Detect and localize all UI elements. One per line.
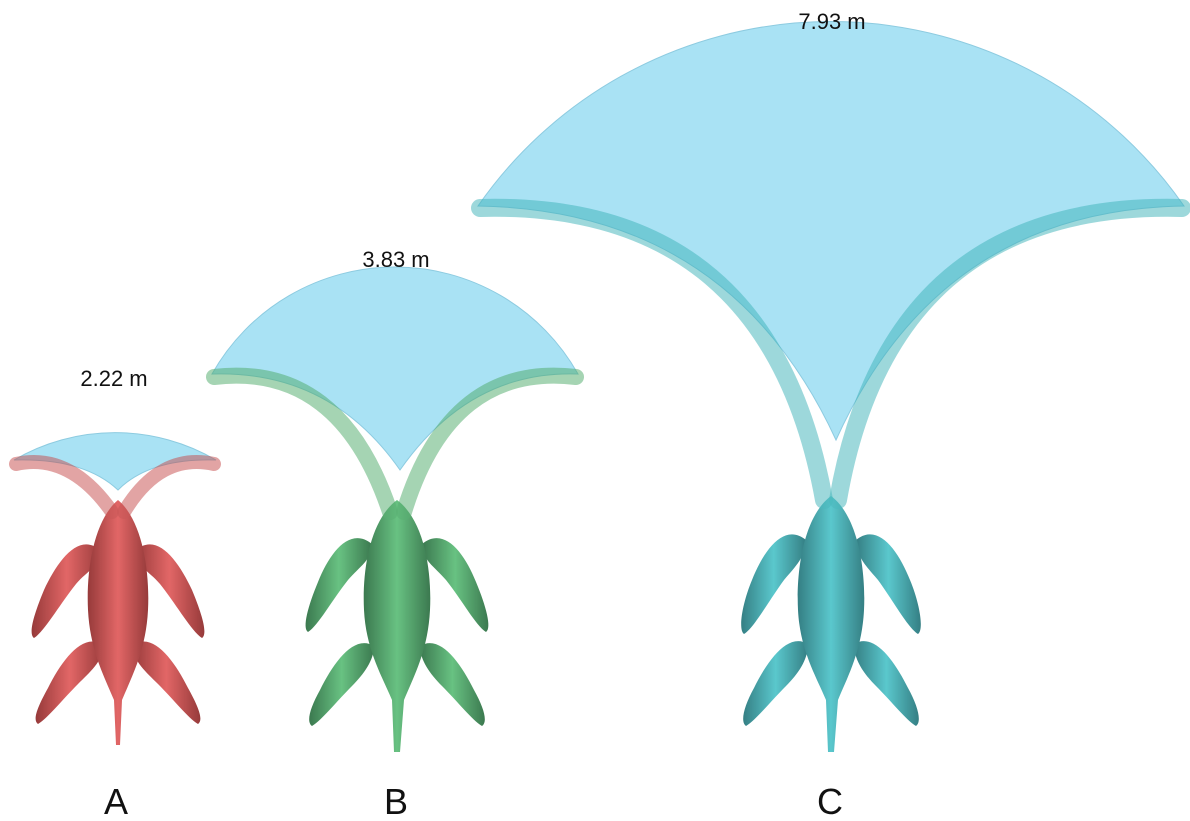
span-label-a: 2.22 m	[80, 366, 147, 391]
panel-label-c: C	[817, 781, 843, 821]
front-left-flipper-b	[306, 538, 372, 632]
panel-c: 7.93 m C	[478, 9, 1184, 821]
panel-b: 3.83 m B	[212, 247, 578, 821]
front-right-flipper-c	[856, 534, 921, 634]
front-left-flipper-c	[741, 534, 806, 634]
body-a	[88, 500, 149, 745]
hind-right-flipper-c	[854, 641, 919, 726]
hind-left-flipper-b	[309, 643, 374, 726]
hind-left-flipper-a	[36, 642, 104, 724]
body-b	[364, 500, 431, 752]
panel-a: 2.22 m A	[14, 366, 216, 821]
span-label-b: 3.83 m	[362, 247, 429, 272]
panel-label-a: A	[104, 781, 128, 821]
panel-label-b: B	[384, 781, 408, 821]
span-label-c: 7.93 m	[798, 9, 865, 34]
front-right-flipper-b	[422, 538, 488, 632]
hind-right-flipper-b	[420, 643, 485, 726]
body-c	[798, 496, 865, 752]
hind-left-flipper-c	[743, 641, 808, 726]
animal-a	[16, 462, 214, 745]
neck-reach-area-b	[212, 267, 578, 470]
hind-right-flipper-a	[132, 642, 200, 724]
